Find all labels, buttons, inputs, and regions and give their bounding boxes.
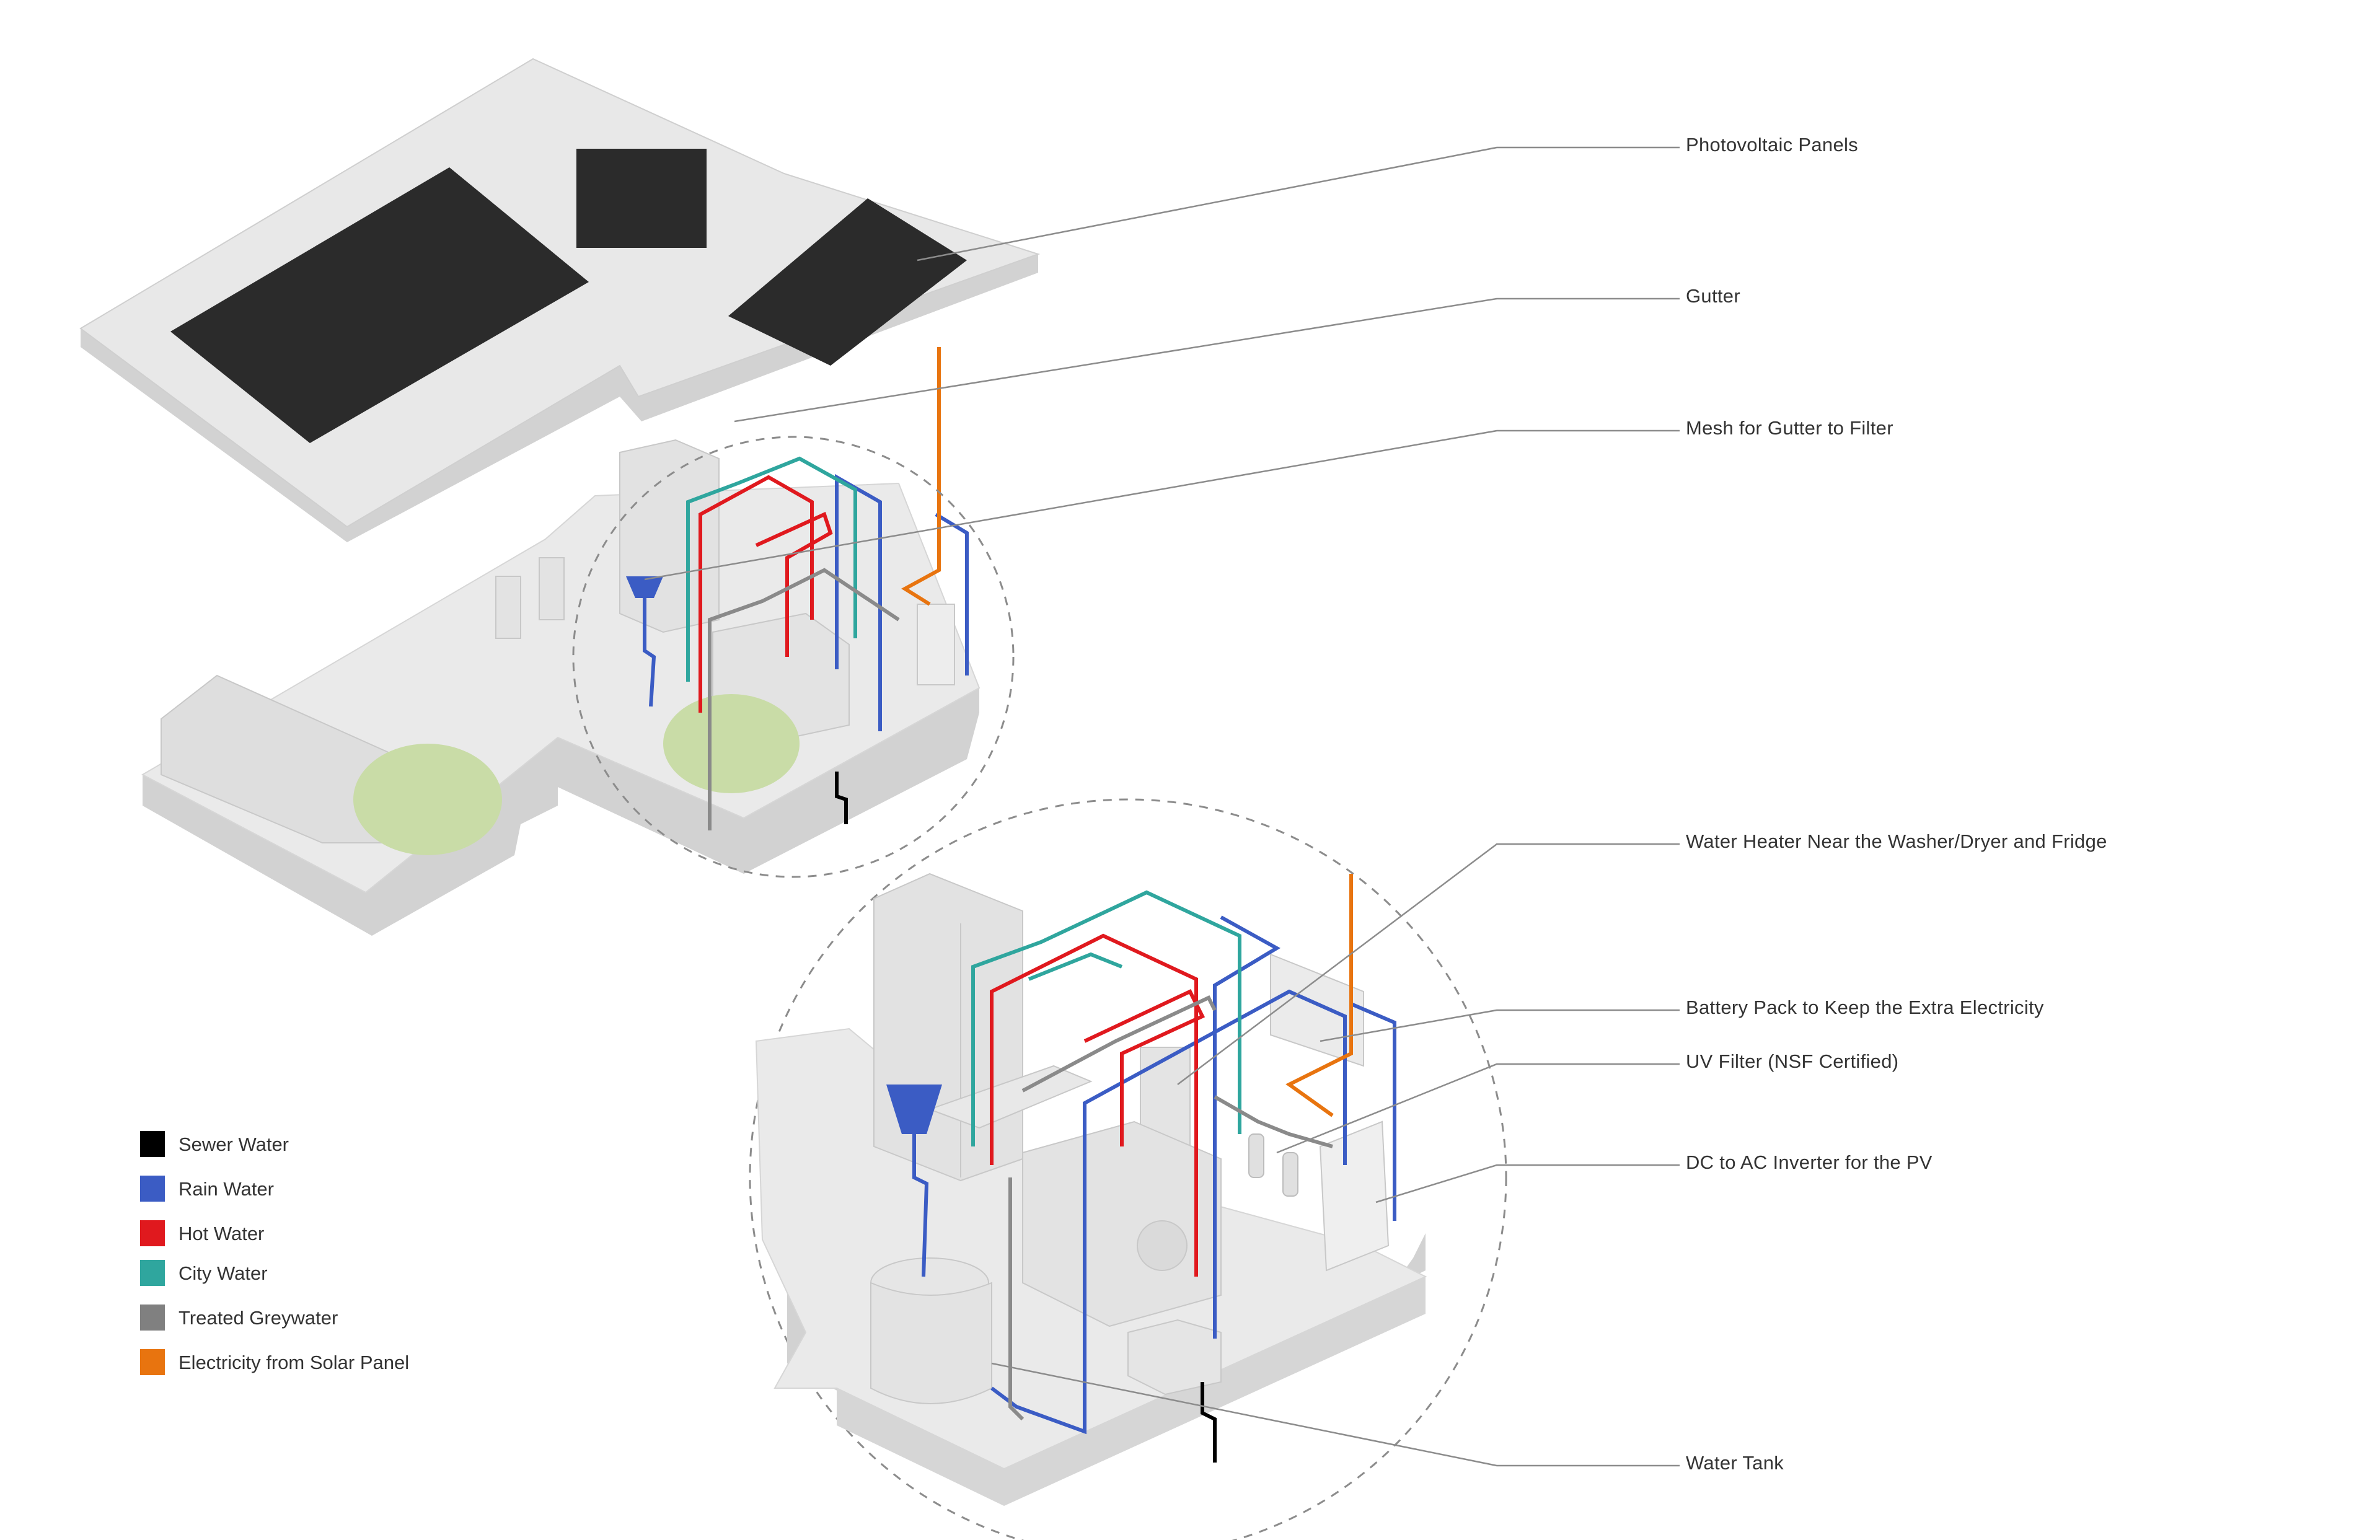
- callout-photovoltaic-panels: Photovoltaic Panels: [1686, 134, 1858, 156]
- stool-1: [495, 576, 521, 639]
- leader-gutter: [734, 297, 1680, 423]
- counter: [928, 1065, 1093, 1129]
- pipe-grey-3: [1214, 1095, 1333, 1148]
- lower-detail: [755, 873, 1427, 1506]
- leader-lines: [644, 146, 1680, 1467]
- uv-filter: [1248, 1133, 1264, 1178]
- callout-battery-pack: Battery Pack to Keep the Extra Electrici…: [1686, 997, 2044, 1018]
- pipe-hot-1: [990, 933, 1198, 1277]
- legend-swatch-city: [140, 1260, 165, 1286]
- pipe-rain-upper-2: [835, 473, 882, 731]
- inverter: [1319, 1120, 1390, 1272]
- callout-gutter: Gutter: [1686, 285, 1740, 307]
- detail-circle-upper: [572, 436, 1015, 878]
- leader-pv: [917, 146, 1680, 262]
- leader-uv: [1276, 1063, 1680, 1154]
- pipe-rain-upper: [643, 598, 656, 707]
- pipe-rain-4: [1350, 1002, 1396, 1221]
- legend-label-electricity: Electricity from Solar Panel: [178, 1352, 410, 1373]
- detail-circle-lower: [749, 798, 1507, 1540]
- pipe-city-upper: [686, 456, 857, 682]
- legend-label-sewer: Sewer Water: [178, 1133, 289, 1155]
- pipe-rain-3: [1213, 915, 1280, 1339]
- pipe-electric-upper: [901, 347, 941, 606]
- pipe-hot-2: [1083, 989, 1205, 1146]
- callout-mesh: Mesh for Gutter to Filter: [1686, 417, 1893, 439]
- uv-filter-2: [1282, 1152, 1298, 1197]
- floor-slab: [141, 439, 981, 936]
- upper-pipes: [643, 347, 969, 830]
- toilet: [1127, 1319, 1222, 1396]
- pv-panel-large: [170, 167, 589, 443]
- leader-inverter: [1375, 1164, 1680, 1203]
- legend-label-hot: Hot Water: [178, 1223, 265, 1244]
- foliage-center: [663, 694, 800, 793]
- pv-panel-center: [576, 149, 707, 248]
- pipe-sewer-upper: [835, 772, 848, 824]
- pipe-rain-upper-3: [935, 513, 969, 675]
- legend-label-rain: Rain Water: [178, 1178, 274, 1200]
- pipe-city-2: [1028, 952, 1123, 981]
- legend-swatch-greywater: [140, 1305, 165, 1331]
- fridge-upper: [619, 439, 720, 633]
- rain-collector-upper: [626, 576, 663, 598]
- pipe-city-1: [971, 890, 1241, 1146]
- legend-swatch-rain: [140, 1176, 165, 1202]
- water-tank-body: [870, 1282, 992, 1404]
- leader-mesh: [644, 429, 1680, 581]
- callout-water-heater: Water Heater Near the Washer/Dryer and F…: [1686, 830, 2107, 852]
- fridge: [873, 873, 1023, 1182]
- slab-side: [143, 688, 979, 936]
- pipe-electric-lower: [1285, 874, 1353, 1117]
- inverter-upper: [917, 604, 955, 685]
- pipe-hot-upper: [699, 475, 814, 713]
- rain-collector: [886, 1085, 942, 1134]
- foliage-left: [353, 744, 502, 855]
- roof: [79, 58, 1041, 542]
- stool-2: [539, 557, 565, 620]
- pv-panel-right: [728, 198, 967, 366]
- legend-label-city: City Water: [178, 1262, 268, 1284]
- leader-battery: [1320, 1009, 1680, 1042]
- lower-pipes: [912, 874, 1396, 1463]
- pipe-rain-2: [990, 989, 1347, 1435]
- pipe-grey-upper: [708, 568, 900, 830]
- pipe-sewer-lower: [1201, 1382, 1217, 1463]
- callout-uv-filter: UV Filter (NSF Certified): [1686, 1050, 1899, 1072]
- legend-label-greywater: Treated Greywater: [178, 1307, 338, 1329]
- legend-swatch-hot: [140, 1220, 165, 1246]
- callout-inverter: DC to AC Inverter for the PV: [1686, 1151, 1933, 1173]
- legend-swatch-electricity: [140, 1349, 165, 1375]
- callout-water-tank: Water Tank: [1686, 1452, 1784, 1474]
- pipe-rain-1: [912, 1134, 929, 1277]
- washer-dryer: [1022, 1120, 1222, 1327]
- washer-door: [1137, 1220, 1188, 1271]
- pipe-grey-1: [1008, 1177, 1025, 1421]
- leader-tank: [991, 1362, 1680, 1467]
- legend-swatch-sewer: [140, 1131, 165, 1157]
- leader-heater: [1177, 843, 1680, 1085]
- pipe-grey-2: [1021, 995, 1217, 1093]
